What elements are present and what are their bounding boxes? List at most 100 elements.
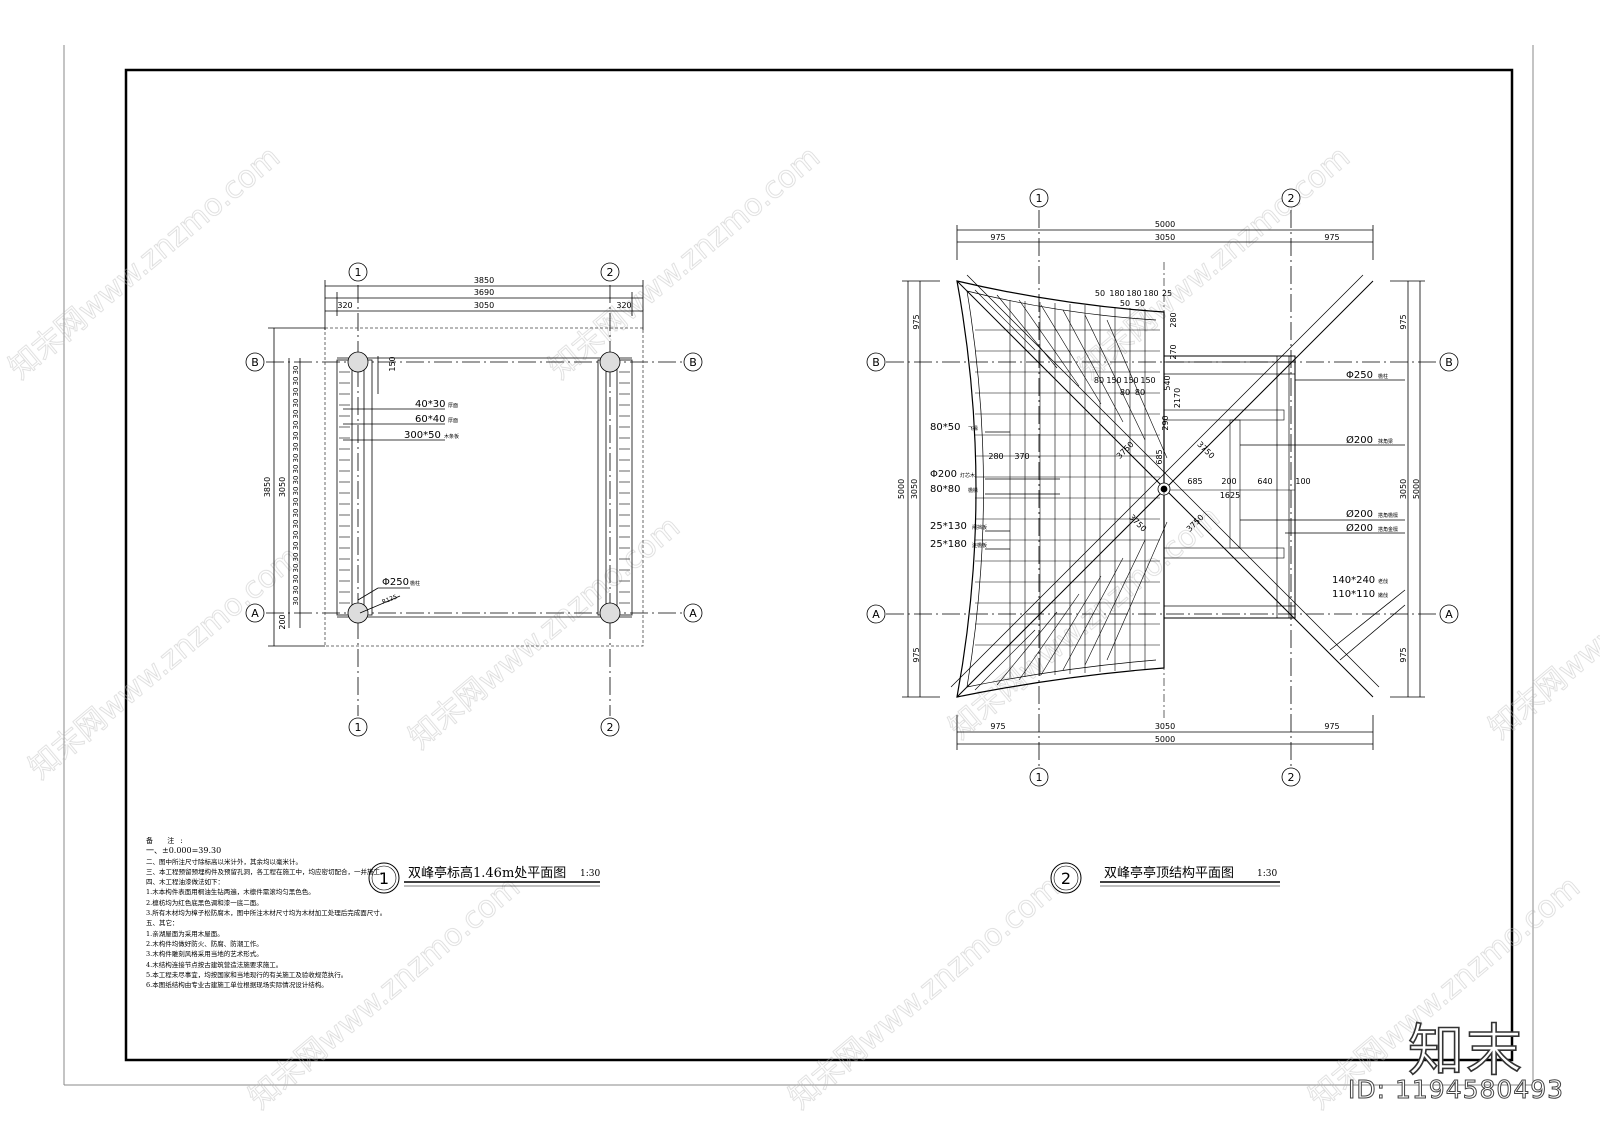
svg-text:50: 50: [1135, 299, 1145, 308]
stack-dim-text: 30: [292, 465, 300, 474]
stack-dim-text: 30: [292, 498, 300, 507]
svg-text:2: 2: [1288, 192, 1295, 205]
callout-note: 厚面: [448, 418, 458, 424]
callout-note: 嫩戗: [1378, 592, 1388, 599]
svg-text:150: 150: [1106, 376, 1121, 385]
stack-dim-text: 30: [292, 388, 300, 397]
stack-dim-text: 30: [292, 421, 300, 430]
svg-text:B: B: [872, 356, 880, 369]
plan1-title-block: 1 双峰亭标高1.46m处平面图 1:30: [368, 862, 600, 894]
axis-bubble-2-top: 2: [1281, 188, 1301, 208]
watermark-text: 知末网www.znzmo.com: [783, 870, 1067, 1116]
note-line: 6.本图纸结构由专业古建施工单位根据现场实际情况设计结构。: [146, 981, 328, 990]
svg-text:3050: 3050: [1155, 722, 1175, 731]
callout-note: 连檐板: [972, 542, 987, 549]
callout-text: 60*40: [415, 414, 445, 425]
fan-rafter: [1084, 314, 1146, 441]
stack-dim-text: 30: [292, 553, 300, 562]
svg-text:2170: 2170: [1173, 388, 1182, 408]
svg-text:2: 2: [607, 721, 614, 734]
svg-text:2: 2: [607, 266, 614, 279]
bench-slats: [339, 371, 630, 604]
svg-text:80: 80: [1135, 388, 1145, 397]
plan1-title: 双峰亭标高1.46m处平面图: [408, 865, 566, 881]
stack-dim-text: 30: [292, 542, 300, 551]
stack-dim-text: 30: [292, 487, 300, 496]
stack-dim-text: 30: [292, 432, 300, 441]
note-line: 5.本工程未尽事宜，均按国家和当地现行的有关施工及验收规范执行。: [146, 970, 348, 979]
column-circle: [599, 351, 621, 373]
svg-text:685: 685: [1187, 477, 1202, 486]
dim-text: 150: [388, 356, 397, 371]
plan-1: [266, 280, 685, 716]
callout-note: 闸挡板: [972, 524, 987, 531]
dim-text: 3050: [278, 477, 287, 497]
watermark-text: 知末网www.znzmo.com: [23, 540, 307, 786]
dim-text: 3850: [474, 276, 494, 285]
axis-bubble-1-top: 1: [348, 262, 368, 282]
column-circle: [347, 602, 369, 624]
svg-text:1: 1: [355, 266, 362, 279]
watermark-logo: 知末: [1407, 1018, 1524, 1085]
callout-text: 80*80: [930, 484, 960, 495]
note-line: 三、本工程预留预埋构件及预留孔洞，各工程在施工中，均应密切配合，一并施工。: [146, 867, 387, 876]
notes-heading: 备 注:: [146, 837, 189, 845]
callout-note: 飞椽: [968, 425, 978, 432]
roof-rafters: [974, 289, 1168, 691]
svg-text:200: 200: [1221, 477, 1236, 486]
axis-bubble-a-right: A: [683, 603, 703, 623]
svg-text:3050: 3050: [910, 479, 919, 499]
fan-rafter: [1040, 575, 1102, 676]
bench-right-frame: [616, 359, 633, 616]
eave-outline: [956, 280, 1165, 698]
plan2-title: 双峰亭亭顶结构平面图: [1104, 865, 1234, 881]
svg-text:1625: 1625: [1220, 491, 1240, 500]
fan-rafter: [1106, 521, 1168, 661]
plan1-number: 1: [379, 869, 389, 888]
note-line: 五、其它：: [146, 919, 179, 928]
svg-text:640: 640: [1257, 477, 1272, 486]
dim-text: 200: [278, 614, 287, 629]
note-line: 一、±0.000=39.30: [146, 846, 222, 856]
axis-bubble-a-right: A: [1439, 604, 1459, 624]
svg-text:50: 50: [1095, 289, 1105, 298]
callout-note: 搭角檐檩: [1378, 512, 1398, 519]
axis-bubble-2-bottom: 2: [600, 717, 620, 737]
svg-text:290: 290: [1161, 415, 1170, 430]
callout-note: 木条板: [444, 433, 459, 440]
stack-dim-text: 30: [292, 531, 300, 540]
callout-note: 檐柱: [1378, 373, 1388, 380]
dim-text: 3850: [263, 477, 272, 497]
dim-text: 320: [616, 301, 631, 310]
dim-text: 320: [337, 301, 352, 310]
callout-note: 厚面: [448, 403, 458, 409]
stack-dim-text: 30: [292, 575, 300, 584]
stack-dim-text: 30: [292, 586, 300, 595]
svg-text:270: 270: [1169, 344, 1178, 359]
stack-dim-text: 30: [292, 597, 300, 606]
axis-bubble-b-right: B: [683, 352, 703, 372]
callout-text: 25*130: [930, 521, 967, 532]
svg-text:80: 80: [1120, 388, 1130, 397]
plan1-callouts: 40*30 厚面 60*40 厚面 300*50 木条板 Φ250 檐柱 R12…: [381, 399, 459, 606]
note-line: 1.木本构件表面用桐油生钻两遍，木檩件需滚均匀黑色色。: [146, 888, 315, 897]
plan2-scale: 1:30: [1257, 869, 1277, 879]
callout-note: 檐柱: [410, 580, 420, 587]
svg-text:975: 975: [912, 314, 921, 329]
svg-text:3050: 3050: [1399, 479, 1408, 499]
fan-rafter: [974, 629, 1036, 691]
svg-text:3050: 3050: [1155, 233, 1175, 242]
watermark-text: 知末网www.znzmo.com: [543, 140, 827, 386]
svg-text:1: 1: [1036, 771, 1043, 784]
callout-text: 80*50: [930, 422, 960, 433]
fan-rafter: [1106, 319, 1168, 459]
plan1-stack-dims: 3030303030303030303030303030303030303030…: [292, 366, 300, 606]
note-line: 1.亲湖屋面为采用木屋面。: [146, 929, 224, 938]
stack-dim-text: 30: [292, 366, 300, 375]
svg-text:370: 370: [1014, 452, 1029, 461]
fan-rafter: [1084, 539, 1146, 666]
svg-text:5000: 5000: [1155, 220, 1175, 229]
radius-text: R125: [381, 593, 398, 605]
stack-dim-text: 30: [292, 509, 300, 518]
svg-text:975: 975: [990, 722, 1005, 731]
